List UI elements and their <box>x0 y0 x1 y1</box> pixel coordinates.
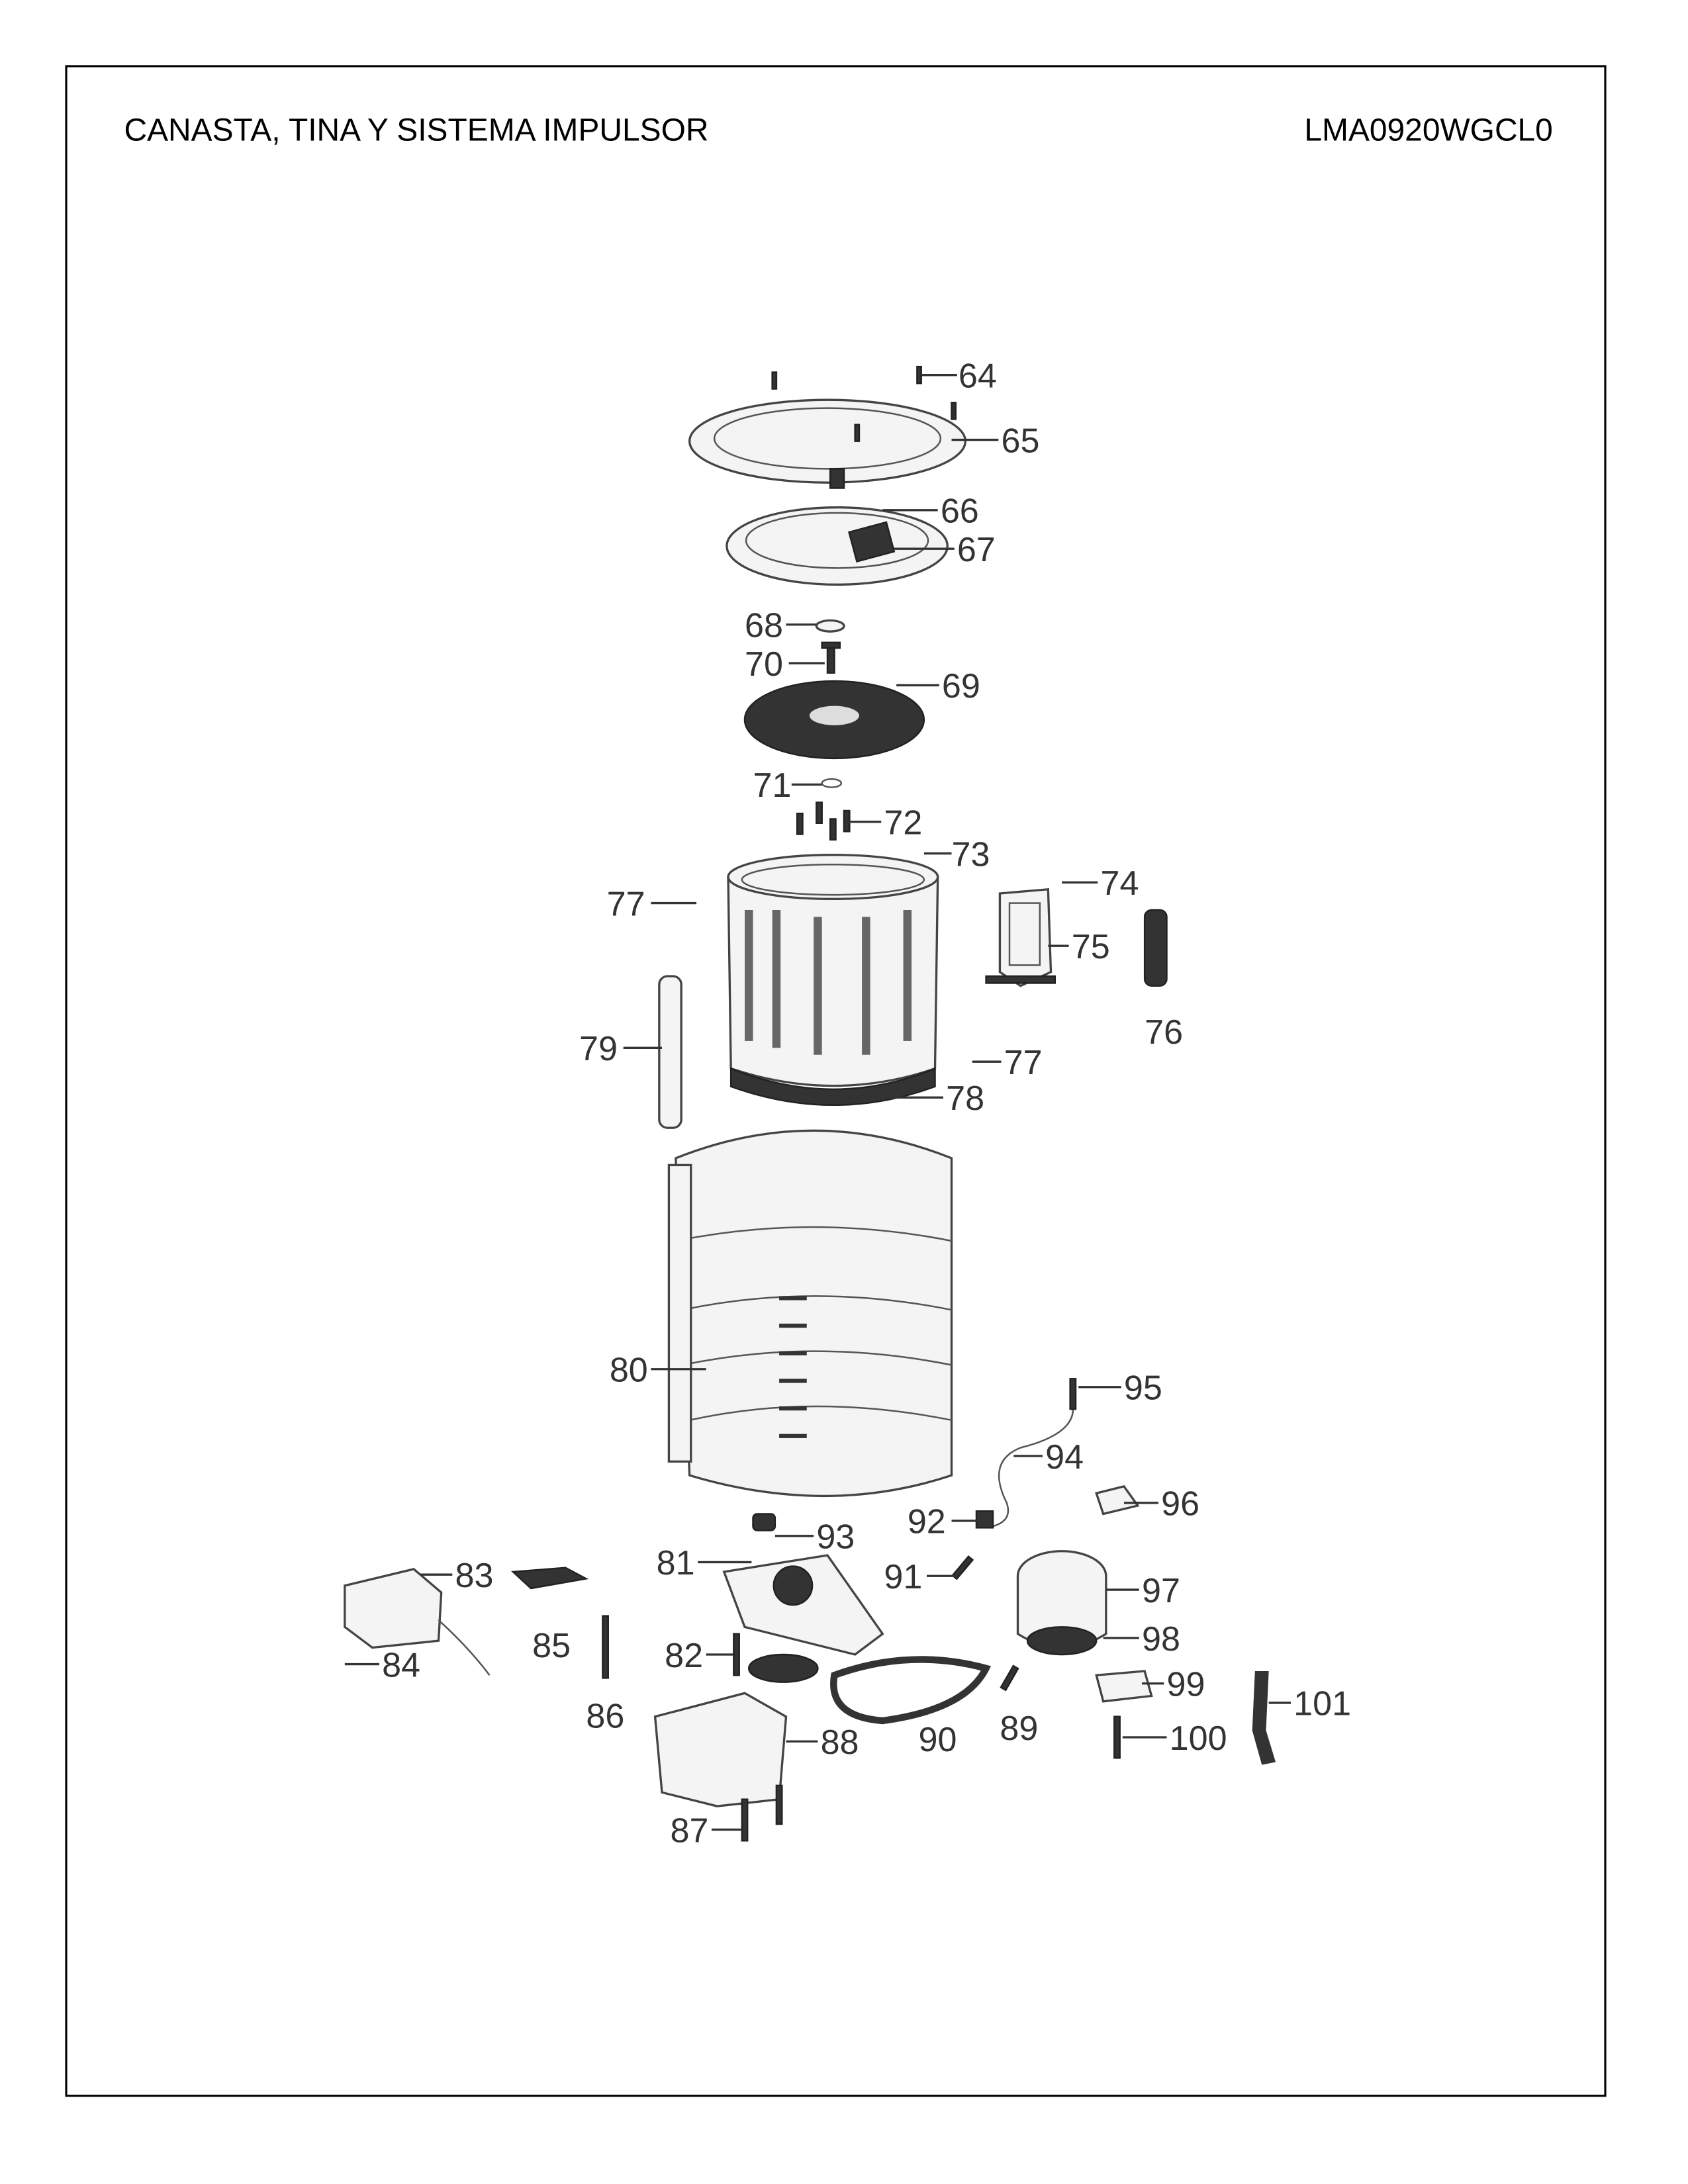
tub-cover <box>688 365 966 489</box>
part-number-label: 71 <box>753 766 792 805</box>
part-number-label: 98 <box>1142 1620 1180 1659</box>
overflow-pipe <box>658 975 682 1129</box>
part-number-label: 78 <box>946 1079 984 1118</box>
part-number-label: 93 <box>816 1518 855 1557</box>
part-number-label: 86 <box>586 1697 624 1735</box>
part-number-label: 79 <box>579 1030 618 1068</box>
part-number-label: 91 <box>884 1558 922 1596</box>
diagram-title: CANASTA, TINA Y SISTEMA IMPULSOR <box>124 113 709 148</box>
part-number-label: 89 <box>1000 1709 1038 1748</box>
bearing <box>752 1513 776 1531</box>
part-number-label: 74 <box>1101 864 1139 903</box>
part-number-label: 81 <box>657 1544 695 1582</box>
wash-basket <box>727 854 939 1107</box>
part-number-label: 83 <box>455 1557 494 1595</box>
pulsator-bolt <box>826 644 835 674</box>
part-number-label: 87 <box>671 1811 709 1850</box>
drive-belt <box>830 1656 992 1725</box>
drain-pump <box>344 1568 491 1676</box>
part-number-label: 76 <box>1145 1013 1183 1052</box>
hose <box>1252 1671 1276 1765</box>
part-number-label: 97 <box>1142 1572 1180 1610</box>
pulsator-cap <box>815 619 845 633</box>
capacitor <box>1095 1484 1140 1516</box>
outer-tub <box>667 1129 953 1498</box>
part-number-label: 85 <box>532 1627 571 1665</box>
part-number-label: 69 <box>942 667 980 705</box>
part-number-label: 77 <box>607 885 645 923</box>
mounting-bracket <box>653 1692 788 1807</box>
filter <box>985 887 1056 987</box>
lint-filter <box>1143 909 1168 987</box>
rod <box>602 1615 609 1679</box>
part-number-label: 88 <box>821 1723 859 1762</box>
part-number-label: 95 <box>1124 1369 1162 1408</box>
part-number-label: 94 <box>1045 1438 1084 1477</box>
screws <box>796 801 851 841</box>
part-number-label: 66 <box>941 492 979 531</box>
part-number-label: 82 <box>665 1637 703 1675</box>
motor <box>1016 1550 1107 1656</box>
page-border <box>65 65 1607 2097</box>
part-number-label: 67 <box>957 531 996 569</box>
part-number-label: 75 <box>1072 928 1110 966</box>
part-number-label: 64 <box>959 357 997 395</box>
part-number-label: 73 <box>952 835 990 874</box>
part-number-label: 92 <box>908 1503 946 1541</box>
part-number-label: 101 <box>1293 1685 1351 1723</box>
part-number-label: 80 <box>610 1351 648 1390</box>
washer <box>821 778 843 788</box>
balancer-ring <box>726 506 949 586</box>
part-number-label: 68 <box>745 606 783 645</box>
model-number: LMA0920WGCL0 <box>1304 113 1552 148</box>
wire-harness <box>986 1406 1074 1529</box>
part-number-label: 96 <box>1161 1485 1199 1524</box>
part-number-label: 84 <box>382 1646 420 1684</box>
part-number-label: 99 <box>1167 1666 1205 1704</box>
part-number-label: 100 <box>1170 1719 1227 1758</box>
part-number-label: 90 <box>919 1721 957 1759</box>
part-number-label: 70 <box>745 645 783 684</box>
motor-mount <box>1095 1670 1153 1703</box>
clutch-assembly <box>722 1554 884 1683</box>
part-number-label: 72 <box>884 803 922 842</box>
exploded-parts-drawing <box>344 365 1276 1842</box>
part-number-label: 77 <box>1004 1044 1043 1082</box>
drain-motor-part <box>511 1567 589 1590</box>
pulsator <box>743 680 925 760</box>
part-number-label: 65 <box>1002 422 1040 460</box>
